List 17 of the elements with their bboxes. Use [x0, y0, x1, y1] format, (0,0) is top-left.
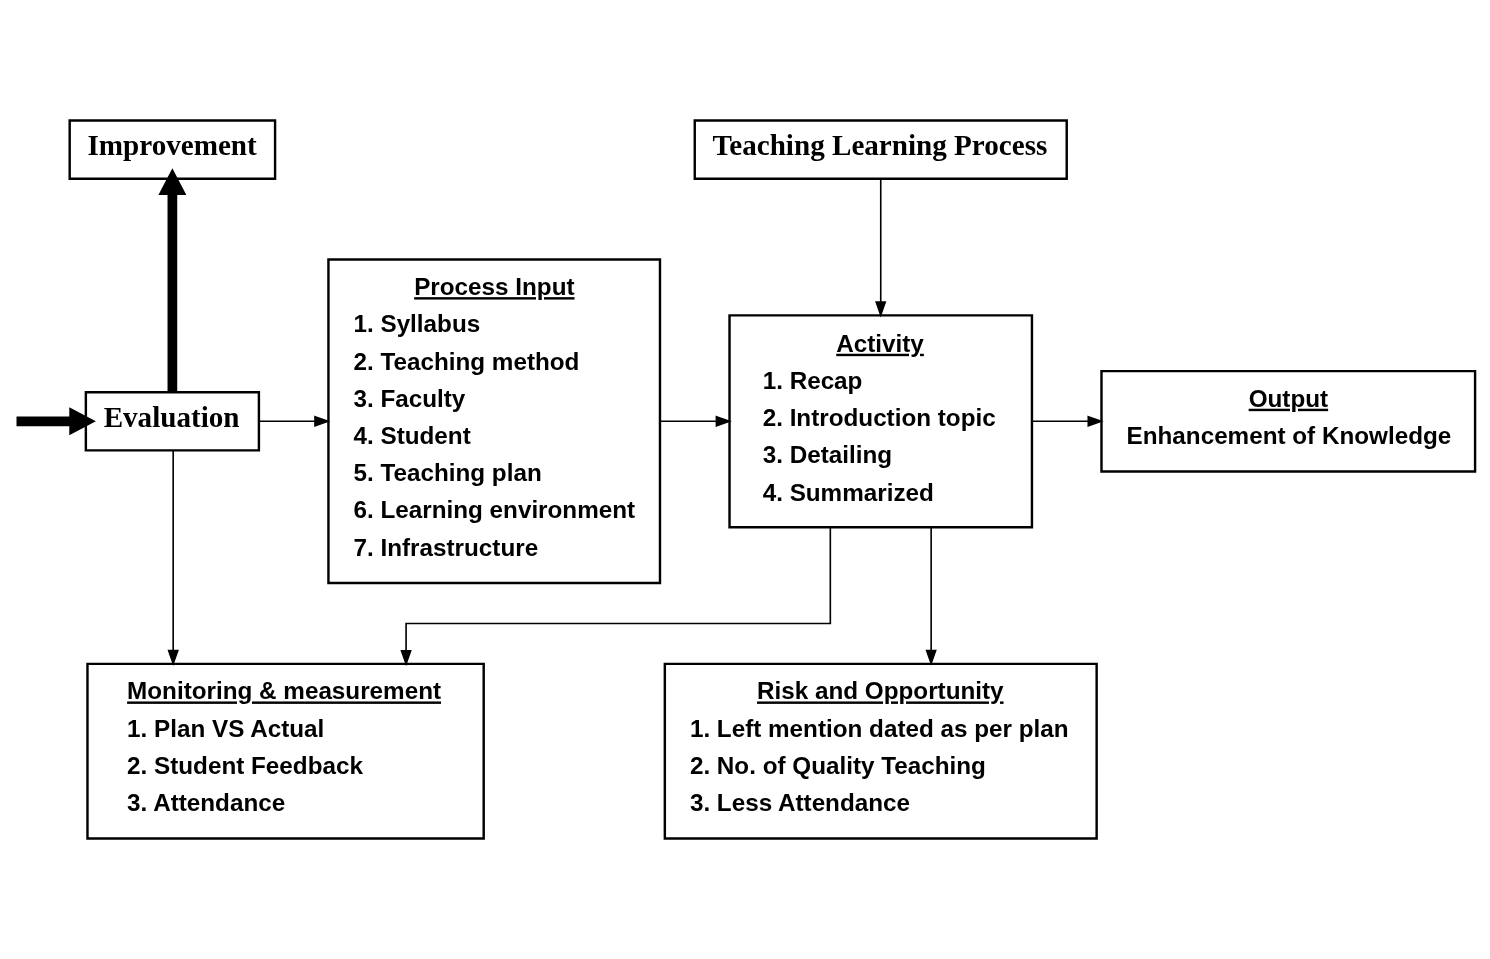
- node-box: Output Enhancement of Knowledge: [1100, 369, 1477, 473]
- arrow: [925, 526, 937, 666]
- arrow: [16, 407, 96, 436]
- node-box: Activity 1. Recap 2. Introduction topic 3. Detailing 4. Summarized: [728, 314, 1034, 529]
- arrow: [1031, 415, 1104, 427]
- arrow: [875, 178, 887, 318]
- arrow: [258, 415, 331, 427]
- node-box: Monitoring & measurement 1. Plan VS Actual 2. Student Feedback 3. Attendance: [86, 662, 485, 840]
- arrow: [158, 168, 187, 392]
- node-box: Evaluation: [84, 390, 261, 452]
- node-box: Process Input 1. Syllabus 2. Teaching method 3. Faculty 4. Student 5. Teaching plan 6. Learning environment 7. Infrastructure: [327, 258, 662, 585]
- arrow: [400, 526, 832, 667]
- node-box: Risk and Opportunity 1. Left mention dated as per plan 2. No. of Quality Teaching 3. Less Attendance: [663, 662, 1098, 840]
- arrow: [167, 449, 179, 667]
- node-box: Teaching Learning Process: [693, 119, 1068, 180]
- node-box: Improvement: [68, 119, 277, 180]
- arrow: [659, 415, 732, 427]
